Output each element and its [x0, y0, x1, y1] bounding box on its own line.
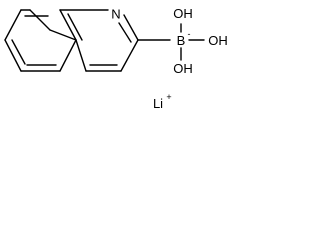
bond-c4a-c8a-shared: [59, 9, 77, 41]
bond-c7-c6: [4, 9, 22, 41]
double-bond-inner-cn: [118, 22, 132, 43]
bond-c4a-c8a: [59, 39, 77, 72]
bond-c8a-c8: [29, 9, 51, 31]
bond-c2-c3: [120, 39, 139, 72]
ring-nitrogen-label: N: [111, 6, 120, 21]
lithium-label: Li: [153, 96, 163, 111]
boron-label: B: [177, 33, 186, 48]
boron-charge: -: [188, 29, 191, 39]
pyridine-ring: [59, 9, 139, 72]
chemical-structure-diagram: N B - OH OH OH Li +: [4, 6, 228, 111]
double-bond-inner-left: [11, 39, 26, 65]
hydroxyl-bottom-label: OH: [173, 61, 193, 76]
hydroxyl-top-label: OH: [173, 6, 193, 21]
benzene-ring: [4, 9, 77, 72]
bond-c8a-n: [49, 29, 77, 41]
lithium-charge: +: [166, 92, 171, 102]
hydroxyl-right-label: OH: [208, 33, 228, 48]
bond-n1-c2: [123, 14, 139, 41]
bond-c6-c5: [4, 39, 22, 72]
bond-c4-c4a: [75, 39, 87, 72]
double-bond-inner-c4a: [67, 13, 83, 41]
